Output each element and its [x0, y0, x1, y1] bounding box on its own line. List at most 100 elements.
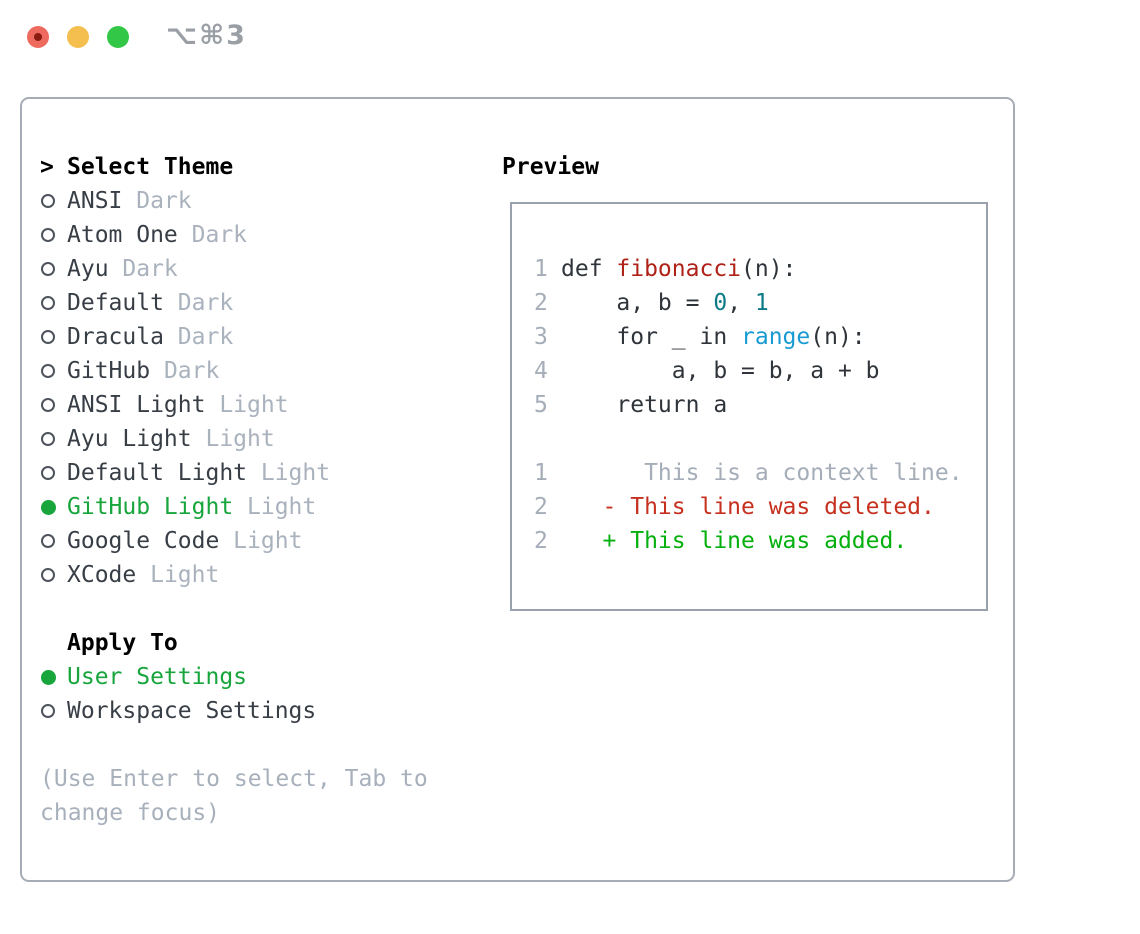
option-label: ANSI [67, 188, 123, 214]
theme-option[interactable]: Ayu Dark [40, 252, 500, 286]
prompt-caret-icon: > [40, 154, 54, 180]
radio-icon [40, 558, 67, 592]
code-line: 3 for _ in range(n): [512, 320, 986, 354]
theme-option[interactable]: Ayu Light Light [40, 422, 500, 456]
window-titlebar: ⌥⌘3 [0, 0, 1140, 75]
apply-to-title: Apply To [67, 630, 178, 656]
theme-option[interactable]: GitHub Dark [40, 354, 500, 388]
option-label: Google Code [67, 528, 220, 554]
theme-variant-tag: Dark [150, 358, 220, 384]
theme-option[interactable]: Default Light Light [40, 456, 500, 490]
window-title: ⌥⌘3 [166, 20, 247, 51]
code-line: 1 def fibonacci(n): [512, 252, 986, 286]
code-segment-fg: for _ in [561, 324, 742, 350]
option-label: Workspace Settings [67, 698, 317, 724]
code-segment-fg: a, b = [561, 290, 714, 316]
radio-icon [40, 524, 67, 558]
code-segment-fg: , [727, 290, 755, 316]
apply-to-option[interactable]: User Settings [40, 660, 500, 694]
minimize-button-icon[interactable] [67, 26, 89, 48]
radio-icon [40, 320, 67, 354]
preview-header: Preview [502, 150, 599, 184]
option-label: Default [67, 290, 164, 316]
theme-option[interactable]: Google Code Light [40, 524, 500, 558]
theme-variant-tag: Dark [163, 290, 234, 316]
option-label: GitHub [67, 358, 151, 384]
theme-option[interactable]: Default Dark [40, 286, 500, 320]
keyboard-hint: (Use Enter to select, Tab to change focu… [40, 766, 428, 826]
code-segment-fg: (n): [810, 324, 866, 350]
close-button-icon[interactable] [27, 26, 49, 48]
option-label: GitHub Light [67, 494, 234, 520]
radio-selected-icon [40, 490, 67, 524]
code-segment-added: + This line was added. [561, 528, 908, 554]
theme-option[interactable]: Atom One Dark [40, 218, 500, 252]
code-segment-function: fibonacci [616, 256, 742, 282]
radio-icon [40, 456, 67, 490]
apply-to-option[interactable]: Workspace Settings [40, 694, 500, 728]
code-line: 5 return a [512, 388, 986, 422]
radio-selected-icon [40, 660, 67, 694]
code-line [512, 422, 986, 456]
line-number: 4 [534, 358, 548, 384]
code-segment-builtin: range [741, 324, 811, 350]
option-label: User Settings [67, 664, 248, 690]
theme-option[interactable]: ANSI Light Light [40, 388, 500, 422]
radio-icon [40, 388, 67, 422]
theme-option[interactable]: XCode Light [40, 558, 500, 592]
line-number: 2 [534, 494, 548, 520]
code-segment-context: This is a context line. [561, 460, 963, 486]
radio-icon [40, 354, 67, 388]
theme-option[interactable]: GitHub Light Light [40, 490, 500, 524]
zoom-button-icon[interactable] [107, 26, 129, 48]
code-segment-fg: a, b = b, a + b [561, 358, 880, 384]
theme-variant-tag: Light [233, 494, 317, 520]
code-line: 2 a, b = 0, 1 [512, 286, 986, 320]
theme-variant-tag: Light [247, 460, 331, 486]
theme-option[interactable]: Dracula Dark [40, 320, 500, 354]
code-line: 2 + This line was added. [512, 524, 986, 558]
option-label: Ayu [67, 256, 109, 282]
spacer [40, 592, 500, 626]
theme-variant-tag: Dark [177, 222, 248, 248]
line-number: 1 [534, 256, 548, 282]
radio-icon [40, 218, 67, 252]
code-line: 2 - This line was deleted. [512, 490, 986, 524]
select-theme-title: Select Theme [67, 154, 234, 180]
line-number: 2 [534, 290, 548, 316]
theme-variant-tag: Dark [163, 324, 234, 350]
radio-icon [40, 252, 67, 286]
theme-variant-tag: Light [205, 392, 289, 418]
preview-title: Preview [502, 154, 599, 180]
radio-icon [40, 422, 67, 456]
code-segment-deleted: - This line was deleted. [561, 494, 935, 520]
radio-icon [40, 184, 67, 218]
code-segment-number: 0 [713, 290, 728, 316]
option-label: Ayu Light [67, 426, 192, 452]
theme-variant-tag: Dark [122, 188, 192, 214]
radio-icon [40, 286, 67, 320]
select-theme-header: > Select Theme [40, 150, 500, 184]
option-label: Dracula [67, 324, 164, 350]
line-number: 1 [534, 460, 548, 486]
theme-variant-tag: Light [219, 528, 303, 554]
radio-icon [40, 694, 67, 728]
line-number: 2 [534, 528, 548, 554]
theme-option[interactable]: ANSI Dark [40, 184, 500, 218]
apply-to-header: Apply To [40, 626, 500, 660]
option-label: ANSI Light [67, 392, 206, 418]
code-line: 4 a, b = b, a + b [512, 354, 986, 388]
code-segment-fg: (n): [741, 256, 797, 282]
theme-variant-tag: Light [136, 562, 220, 588]
theme-variant-tag: Light [191, 426, 275, 452]
option-label: Atom One [67, 222, 178, 248]
code-segment-number: 1 [754, 290, 769, 316]
line-number: 3 [534, 324, 548, 350]
code-segment-fg: def [561, 256, 617, 282]
option-label: XCode [67, 562, 137, 588]
